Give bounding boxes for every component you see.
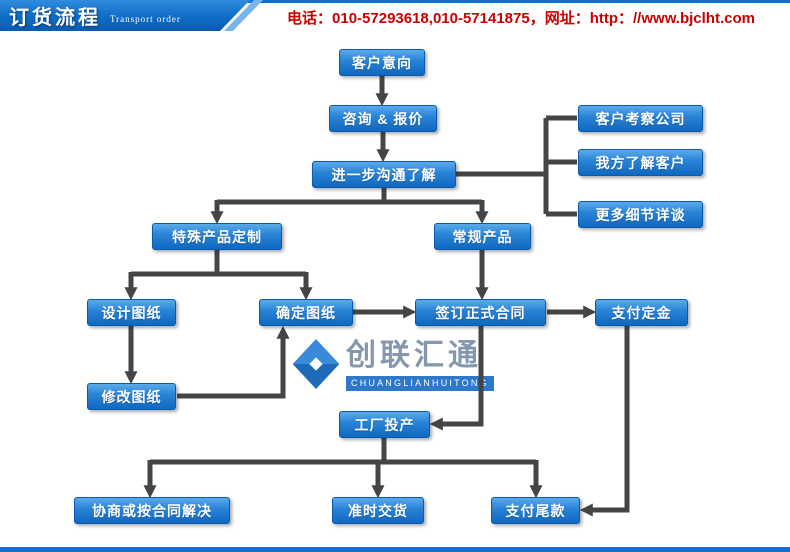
flow-edge: [177, 325, 290, 399]
brand-text-block: 创联汇通 CHUANGLIANHUITONG: [346, 337, 494, 391]
flow-node-negotiate-solve: 协商或按合同解决: [74, 497, 230, 524]
flow-node-pay-balance: 支付尾款: [491, 497, 580, 524]
page-subtitle: Transport order: [110, 14, 181, 24]
header: 订货流程 Transport order 电话：010-57293618,010…: [0, 0, 790, 31]
flow-node-pay-deposit: 支付定金: [595, 299, 688, 326]
page-title: 订货流程: [9, 5, 101, 29]
brand-watermark: 创联汇通 CHUANGLIANHUITONG: [291, 337, 494, 391]
flow-node-know-customer: 我方了解客户: [578, 149, 703, 176]
flow-node-more-details: 更多细节详谈: [578, 201, 703, 228]
flow-node-consult-quote: 咨询 & 报价: [329, 105, 437, 132]
header-top-stripe: [0, 0, 790, 3]
flow-edge: [579, 326, 630, 517]
header-title-block: 订货流程 Transport order: [0, 0, 250, 31]
flow-node-design-drawing: 设计图纸: [87, 299, 176, 326]
brand-diamond-icon: [292, 339, 340, 389]
flow-node-modify-drawing: 修改图纸: [87, 383, 176, 410]
contact-info: 电话：010-57293618,010-57141875，网址：http：//w…: [287, 9, 755, 27]
flow-node-confirm-drawing: 确定图纸: [259, 299, 353, 326]
flow-node-sign-contract: 签订正式合同: [415, 299, 546, 326]
flow-node-special-product: 特殊产品定制: [152, 223, 282, 250]
brand-name-en: CHUANGLIANHUITONG: [346, 376, 494, 391]
bottom-bar: [0, 547, 790, 552]
flow-node-factory-produce: 工厂投产: [339, 411, 430, 438]
flow-node-regular-product: 常规产品: [434, 223, 531, 250]
flow-node-visit-company: 客户考察公司: [578, 105, 703, 132]
flow-node-customer-intent: 客户意向: [339, 49, 425, 76]
flow-node-ontime-delivery: 准时交货: [332, 497, 424, 524]
flow-node-communicate: 进一步沟通了解: [312, 161, 456, 188]
brand-name-cn: 创联汇通: [346, 338, 482, 373]
